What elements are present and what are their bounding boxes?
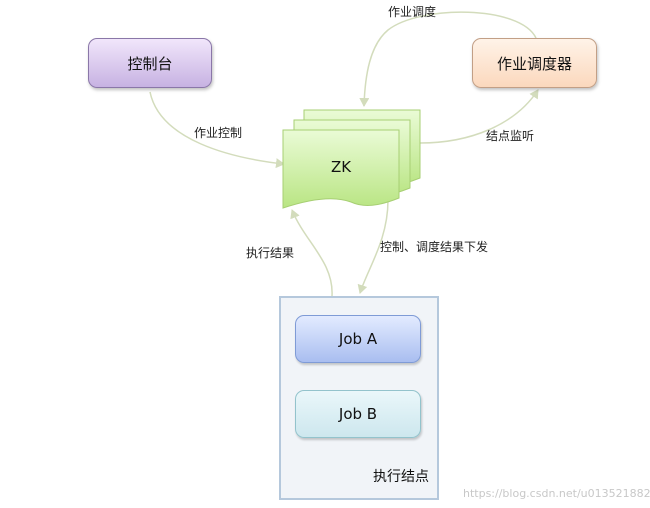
edge-label-exec-result: 执行结果 (246, 246, 295, 260)
zk-sheet-front (282, 129, 400, 209)
edge-exec-result (290, 209, 333, 297)
edge-label-job-scheduling: 作业调度 (388, 5, 437, 19)
job-b-box: Job B (295, 390, 421, 438)
worker-node: Job A Job B 执行结点 (279, 296, 439, 500)
job-a-box: Job A (295, 315, 421, 363)
job-a-label: Job A (338, 330, 378, 348)
job-scheduler-label: 作业调度器 (496, 54, 572, 73)
edge-job-control (149, 91, 285, 169)
job-scheduler-node: 作业调度器 (472, 38, 597, 88)
zk-label: ZK (331, 158, 352, 176)
edge-label-job-control: 作业控制 (194, 126, 243, 140)
edge-label-control-dispatch: 控制、调度结果下发 (380, 240, 489, 254)
console-label: 控制台 (127, 54, 173, 73)
zk-node: ZK (282, 109, 421, 209)
edge-control-dispatch (357, 199, 389, 294)
job-b-label: Job B (338, 405, 378, 423)
edge-node-monitor (419, 89, 539, 144)
watermark-text: https://blog.csdn.net/u013521882 (463, 487, 650, 500)
edge-job-scheduling (359, 11, 537, 107)
console-node: 控制台 (88, 38, 212, 88)
worker-node-label: 执行结点 (373, 469, 429, 485)
edge-label-node-monitor: 结点监听 (486, 129, 535, 143)
